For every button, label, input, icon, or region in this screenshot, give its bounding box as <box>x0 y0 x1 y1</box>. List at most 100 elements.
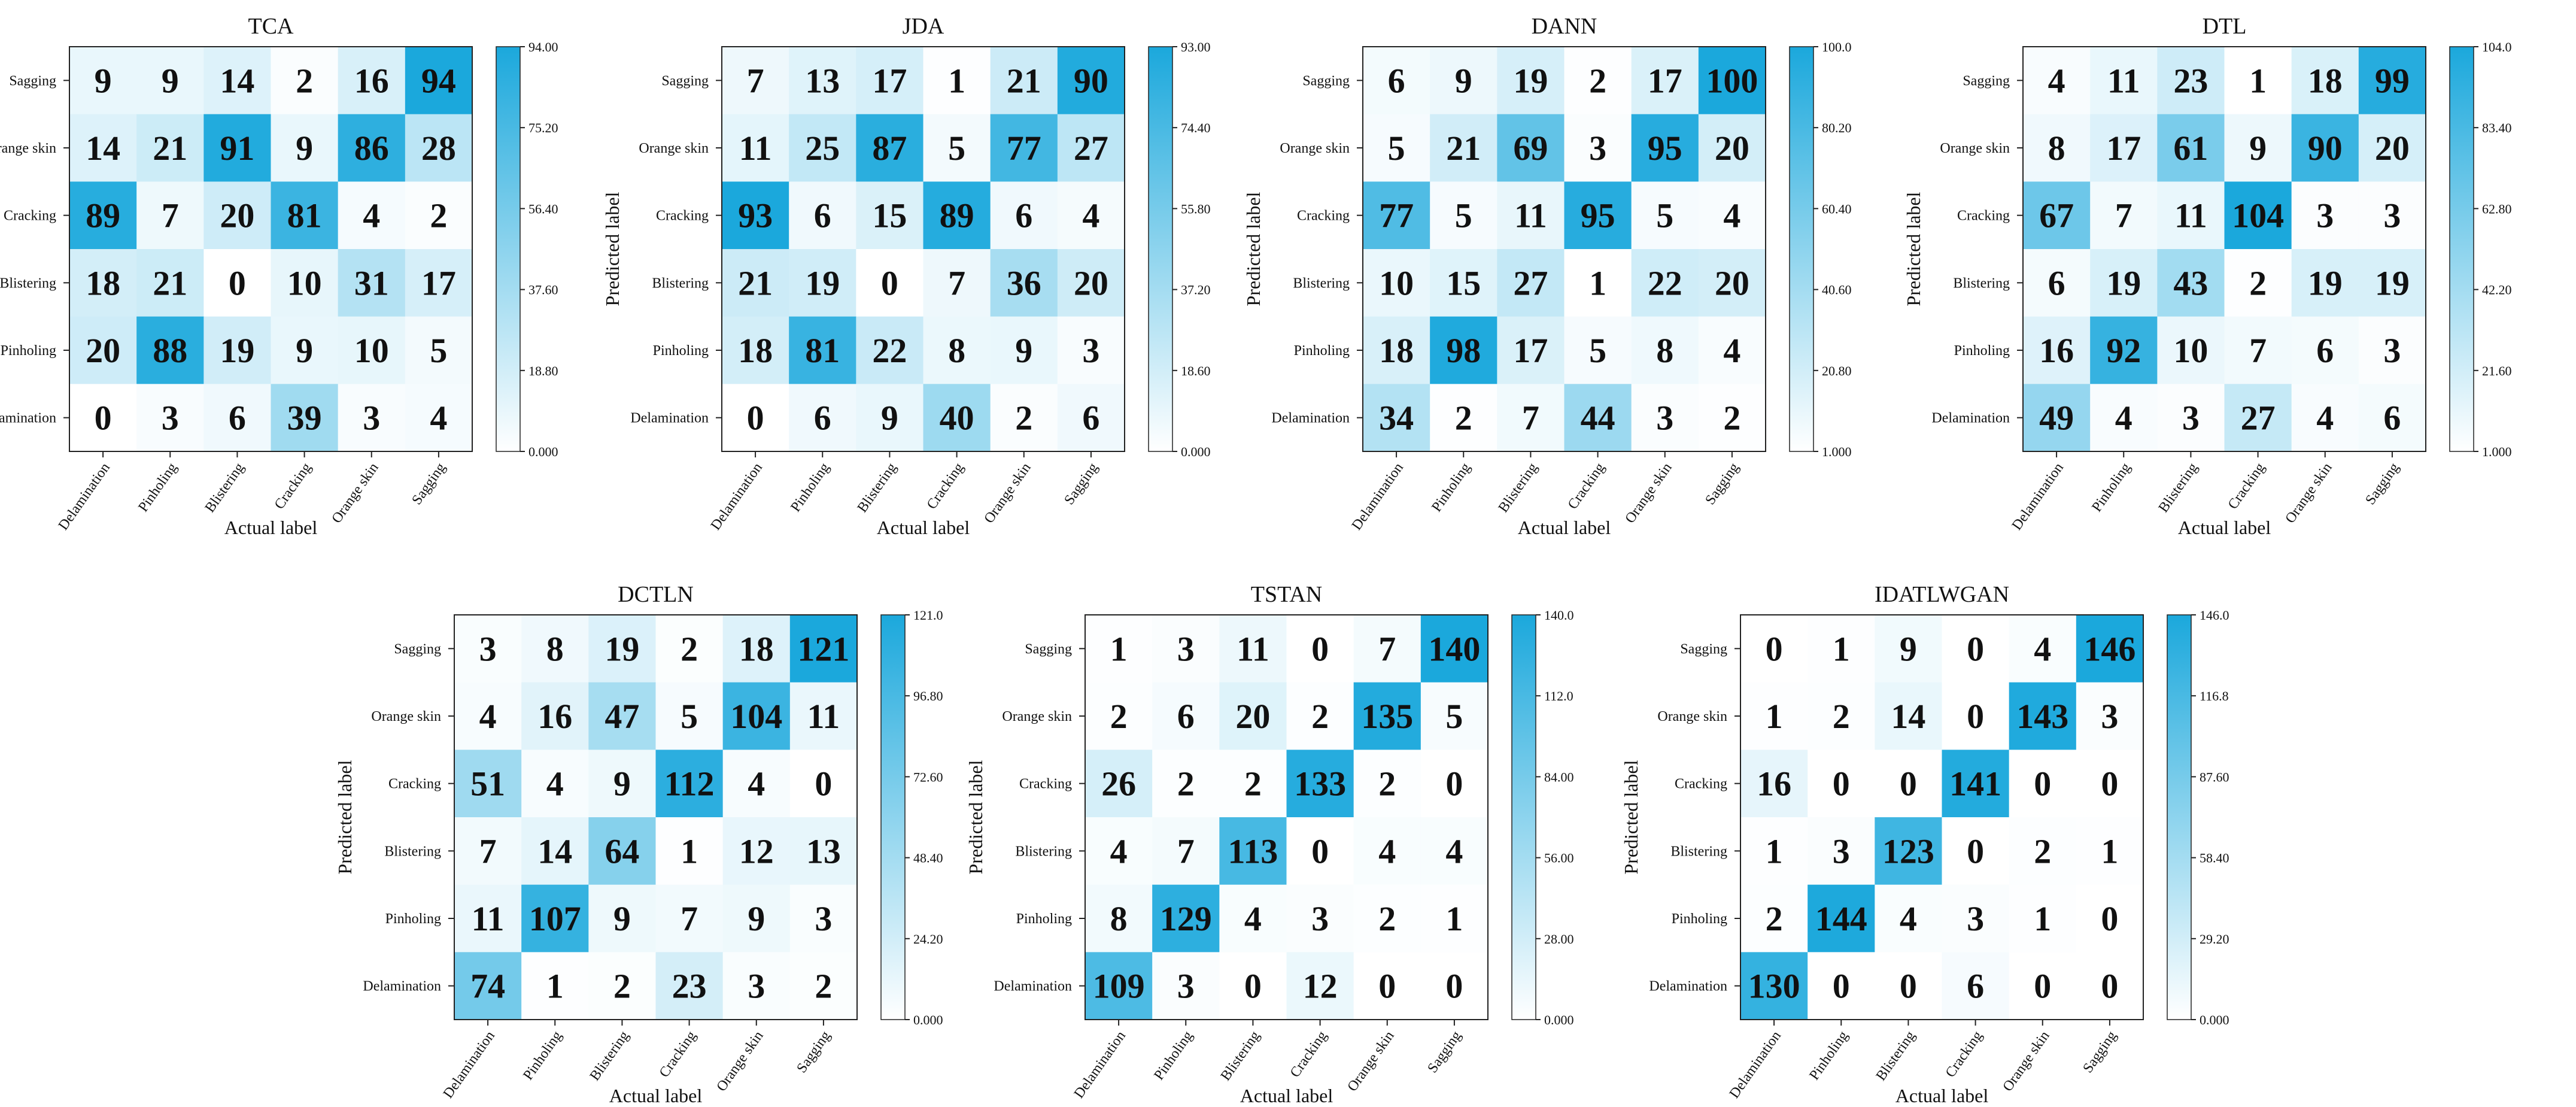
y-tick-label: Cracking <box>4 208 56 224</box>
cell-value-label: 4 <box>1244 899 1262 938</box>
heatmap-cell <box>1942 952 2010 1020</box>
cell-value-label: 1 <box>1110 629 1128 668</box>
cell-value-label: 31 <box>354 263 389 302</box>
cell-value-label: 2 <box>681 629 698 668</box>
cell-value-label: 0 <box>1967 832 1984 871</box>
colorbar-tick-label: 83.40 <box>2482 120 2512 135</box>
colorbar-tick-label: 116.8 <box>2200 689 2229 703</box>
cell-value-label: 9 <box>95 61 112 100</box>
cell-value-label: 81 <box>805 331 840 370</box>
cell-value-label: 5 <box>681 697 698 736</box>
cell-value-label: 21 <box>153 129 187 168</box>
x-axis-title: Actual label <box>877 517 970 538</box>
cell-value-label: 0 <box>2101 899 2118 938</box>
x-tick-label: Orange skin <box>1622 460 1675 526</box>
cell-value-label: 87 <box>872 129 907 168</box>
x-tick-label: Orange skin <box>2000 1029 2052 1094</box>
heatmap-cell <box>1085 750 1153 818</box>
colorbar-tick-label: 0.000 <box>1181 444 1211 459</box>
cell-value-label: 4 <box>479 697 497 736</box>
heatmap-cell <box>338 384 406 452</box>
heatmap-cell <box>271 316 339 384</box>
heatmap-cell <box>2090 47 2158 115</box>
heatmap-cell <box>789 249 856 317</box>
plot-frame <box>721 46 1125 452</box>
cell-value-label: 5 <box>1656 196 1673 235</box>
heatmap-cell <box>856 181 924 250</box>
colorbar-tick-label: 37.20 <box>1181 283 1211 298</box>
heatmap-cell <box>655 952 724 1020</box>
colorbar-tick-label: 94.00 <box>528 40 558 54</box>
y-tick-label: Blistering <box>0 275 56 291</box>
cell-value-label: 17 <box>421 263 456 302</box>
cell-value-label: 2 <box>613 967 631 1006</box>
cell-value-label: 11 <box>1514 196 1547 235</box>
x-tick-label: Blistering <box>855 460 900 515</box>
heatmap-cell <box>405 384 473 452</box>
heatmap-cell <box>1808 817 1875 885</box>
heatmap-cell <box>1808 682 1875 750</box>
x-tick-label: Delamination <box>1071 1029 1129 1102</box>
cell-value-label: 2 <box>1311 697 1329 736</box>
y-tick-label: Blistering <box>1015 844 1072 859</box>
y-tick-label: Orange skin <box>0 141 56 156</box>
heatmap-cell <box>1430 47 1497 115</box>
cell-value-label: 3 <box>1177 967 1195 1006</box>
cell-value-label: 22 <box>1648 263 1682 302</box>
y-tick-label: Cracking <box>1957 208 2010 224</box>
cell-value-label: 0 <box>2101 765 2118 803</box>
cell-value-label: 133 <box>1294 765 1346 803</box>
plot-frame <box>1362 46 1766 452</box>
heatmap-cell <box>1497 47 1565 115</box>
y-tick-label: Orange skin <box>1280 141 1350 156</box>
cell-value-label: 11 <box>1237 629 1269 668</box>
colorbar-tick-label: 56.40 <box>528 201 558 216</box>
cell-value-label: 89 <box>940 196 974 235</box>
heatmap-cell <box>1698 249 1766 317</box>
heatmap-cell <box>1420 884 1489 953</box>
cell-value-label: 2 <box>2249 263 2267 302</box>
cell-value-label: 0 <box>1900 967 1917 1006</box>
cell-value-label: 17 <box>1648 61 1682 100</box>
heatmap-cell <box>405 316 473 384</box>
x-tick-label: Cracking <box>272 460 315 512</box>
heatmap-cell <box>722 615 791 683</box>
x-axis-title: Actual label <box>224 517 318 538</box>
heatmap-cell <box>1430 316 1497 384</box>
cell-value-label: 21 <box>153 263 187 302</box>
y-tick-label: Pinholing <box>1 343 56 359</box>
heatmap-cell <box>1353 750 1421 818</box>
colorbar-tick-label: 55.80 <box>1181 201 1211 216</box>
heatmap-cell <box>1057 181 1125 250</box>
cell-value-label: 143 <box>2016 697 2068 736</box>
heatmap-cell <box>1363 114 1430 182</box>
cell-value-label: 6 <box>229 399 246 438</box>
heatmap-cell <box>789 884 858 953</box>
x-tick-label: Cracking <box>1943 1029 1986 1081</box>
heatmap-cell <box>2224 181 2292 250</box>
colorbar-tick-label: 140.0 <box>1544 608 1574 623</box>
cell-value-label: 39 <box>287 399 322 438</box>
x-tick-label: Delamination <box>441 1029 498 1102</box>
cell-value-label: 2 <box>1110 697 1128 736</box>
heatmap-cell <box>1564 47 1632 115</box>
y-tick-label: Blistering <box>1293 275 1350 291</box>
heatmap-cell <box>1430 181 1497 250</box>
heatmap-cell <box>1698 47 1766 115</box>
heatmap-cell <box>1740 615 1808 683</box>
heatmap-cell <box>1564 249 1632 317</box>
cell-value-label: 89 <box>86 196 120 235</box>
cell-value-label: 9 <box>748 899 765 938</box>
heatmap-cell <box>454 952 522 1020</box>
heatmap-cell <box>722 384 789 452</box>
heatmap-cell <box>405 47 473 115</box>
cell-value-label: 0 <box>95 399 112 438</box>
heatmap-cell <box>69 249 137 317</box>
cell-value-label: 16 <box>1757 765 1791 803</box>
cell-value-label: 9 <box>1900 629 1917 668</box>
cell-value-label: 144 <box>1815 899 1867 938</box>
cell-value-label: 3 <box>1177 629 1195 668</box>
heatmap-cell <box>69 316 137 384</box>
